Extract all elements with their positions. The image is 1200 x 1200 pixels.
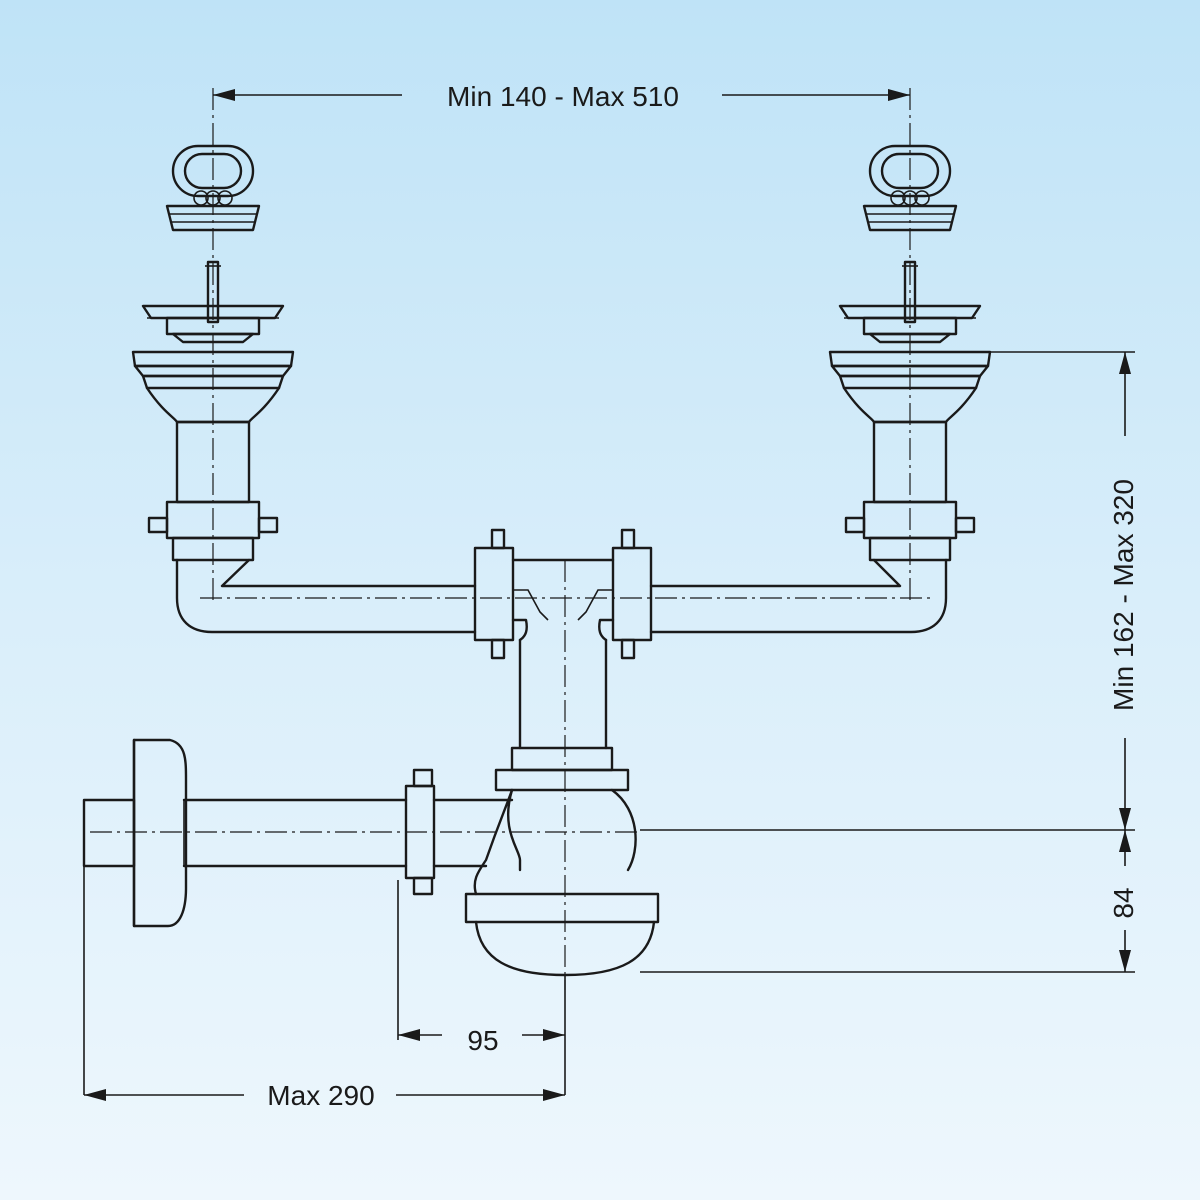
- label-outlet-offset: 95: [467, 1025, 498, 1056]
- dimension-outlet-length: Max 290: [84, 1080, 565, 1111]
- dimension-top-width: Min 140 - Max 510: [213, 81, 910, 112]
- label-trap-height: 84: [1108, 887, 1139, 918]
- dimension-height: Min 162 - Max 320: [640, 351, 1139, 973]
- outlet-pipe: [82, 738, 514, 1095]
- bottle-trap: [464, 746, 660, 1095]
- label-height: Min 162 - Max 320: [1108, 479, 1139, 711]
- label-outlet-length: Max 290: [267, 1080, 374, 1111]
- tee-fitting: [473, 528, 653, 750]
- dimension-outlet-offset: 95: [398, 1025, 565, 1056]
- dimension-trap-height: 84: [1108, 830, 1139, 972]
- label-top-width: Min 140 - Max 510: [447, 81, 679, 112]
- cross-pipe: [175, 558, 948, 634]
